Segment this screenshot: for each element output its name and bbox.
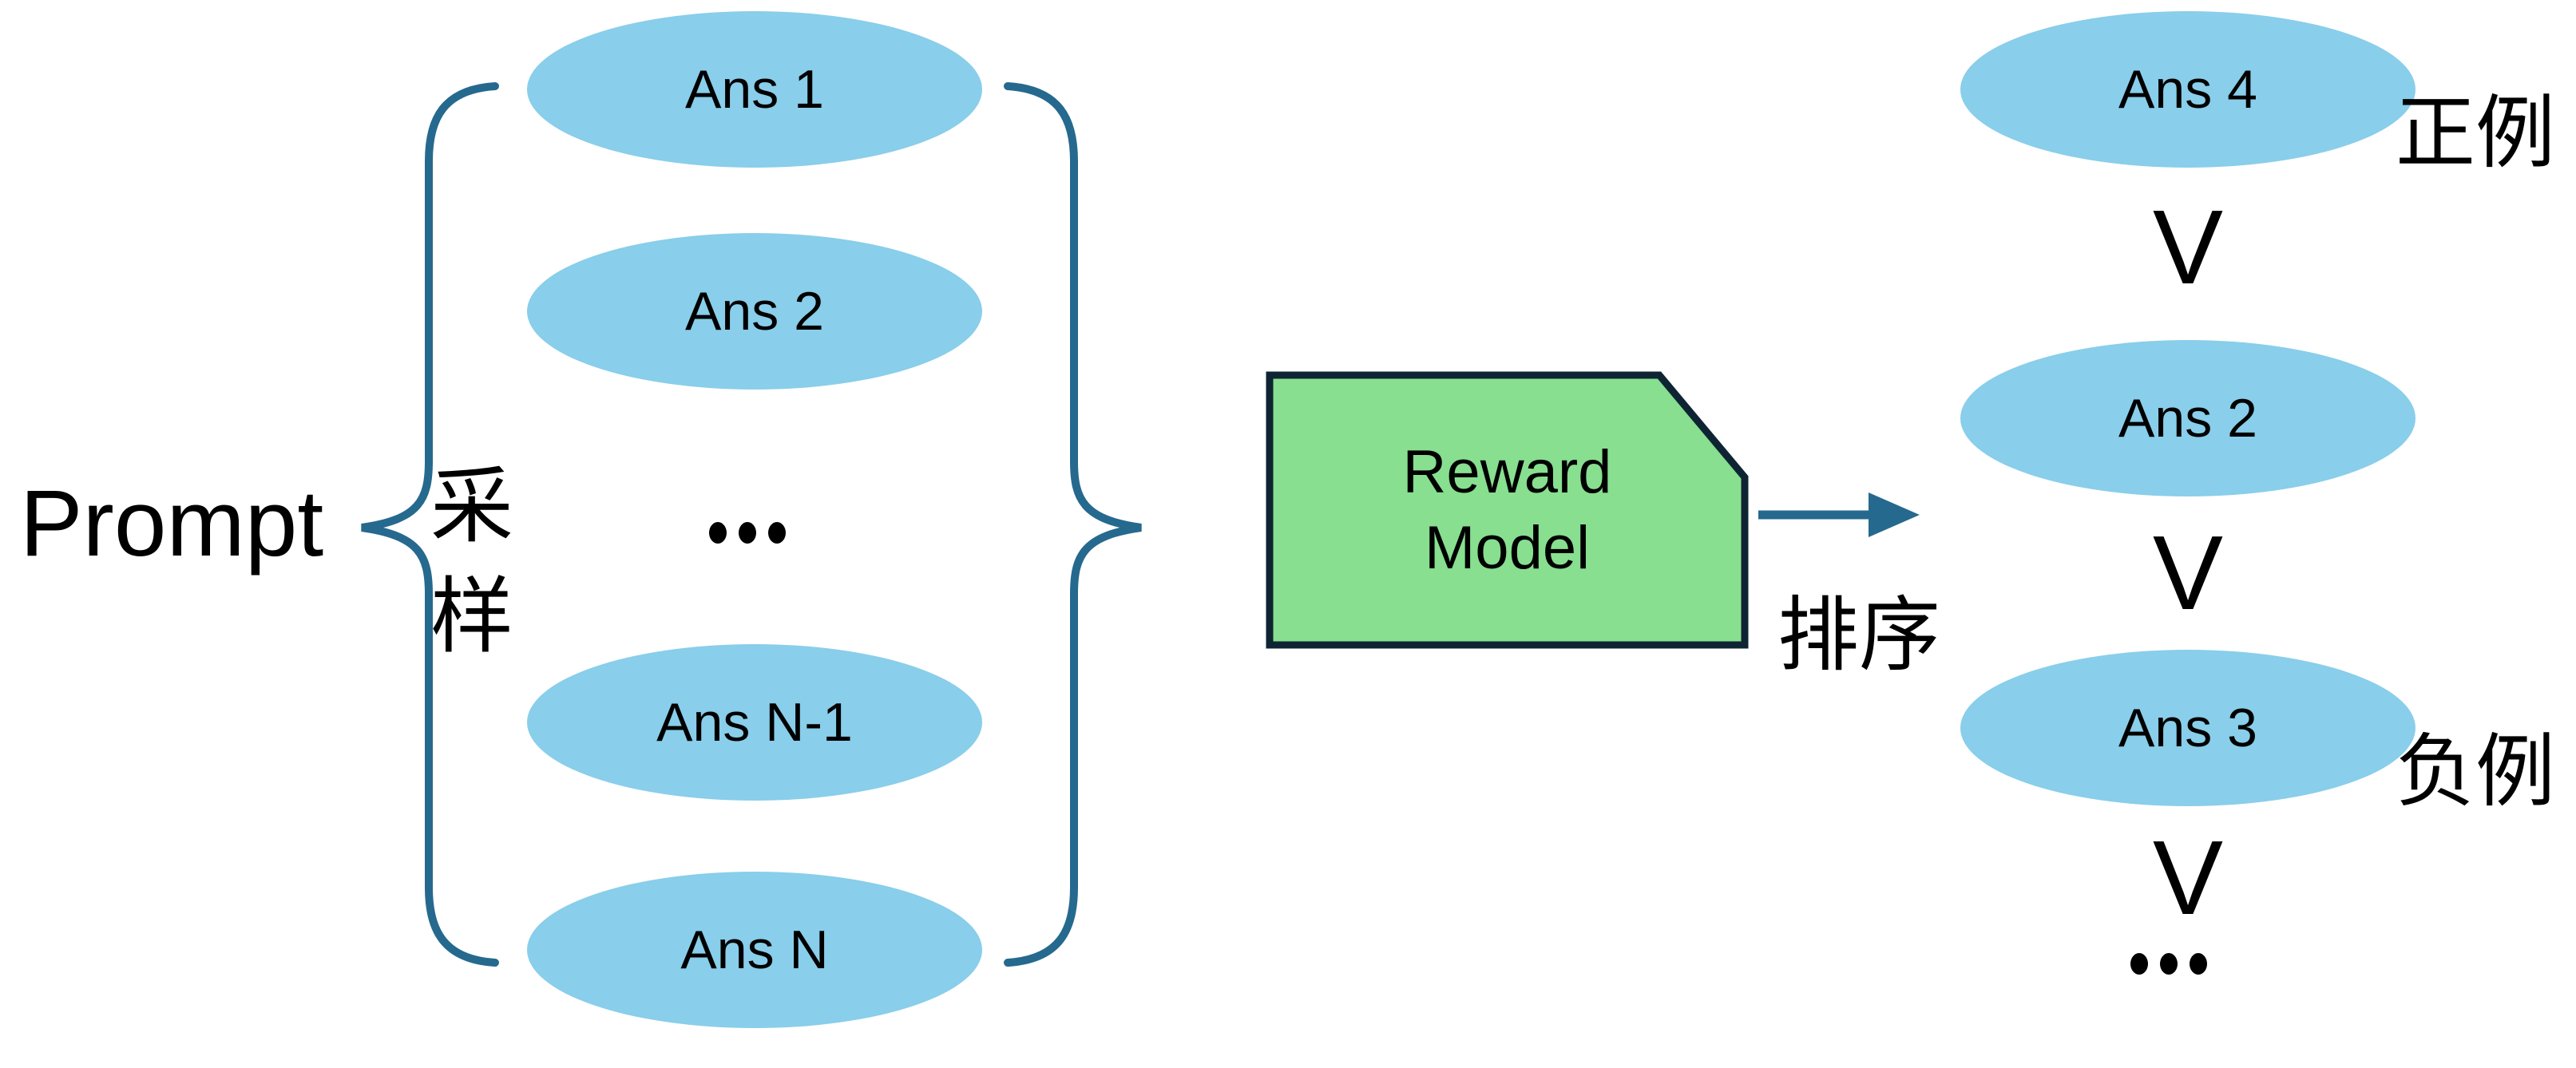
answer-ellipse-left-2: Ans 2 [527,233,982,390]
answer-ellipse-left-n-1: Ans N-1 [527,644,982,801]
dot-icon [739,522,756,544]
left-brace [361,82,499,967]
answer-ellipse-left-n: Ans N [527,872,982,1028]
ellipsis-dots-left [709,522,786,544]
positive-example-tag: 正例 [2396,89,2555,178]
rank-separator-3: V [2152,819,2224,936]
sampling-label: 采样 [430,461,513,664]
ranking-label: 排序 [1777,590,1940,681]
answer-ellipse-rank-3: Ans 3 [1960,650,2415,806]
dot-icon [2130,953,2148,975]
ranking-arrow [1758,492,1920,537]
prompt-label: Prompt [19,471,324,576]
dot-icon [709,522,727,544]
dot-icon [768,522,786,544]
dot-icon [2160,953,2178,975]
negative-example-tag: 负例 [2396,727,2555,817]
rank-separator-1: V [2152,188,2224,306]
reward-model-label-line2: Model [1425,514,1590,582]
ellipsis-dots-right [2130,953,2207,975]
answer-ellipse-rank-2: Ans 2 [1960,340,2415,496]
dot-icon [2190,953,2207,975]
answer-ellipse-left-1: Ans 1 [527,11,982,168]
answer-ellipse-rank-1: Ans 4 [1960,11,2415,168]
rank-separator-2: V [2152,514,2224,631]
reward-model-label-line1: Reward [1402,438,1612,506]
reward-model-label: Reward Model [1270,375,1745,645]
reward-model-box [1266,371,1749,649]
right-brace [1004,82,1142,967]
